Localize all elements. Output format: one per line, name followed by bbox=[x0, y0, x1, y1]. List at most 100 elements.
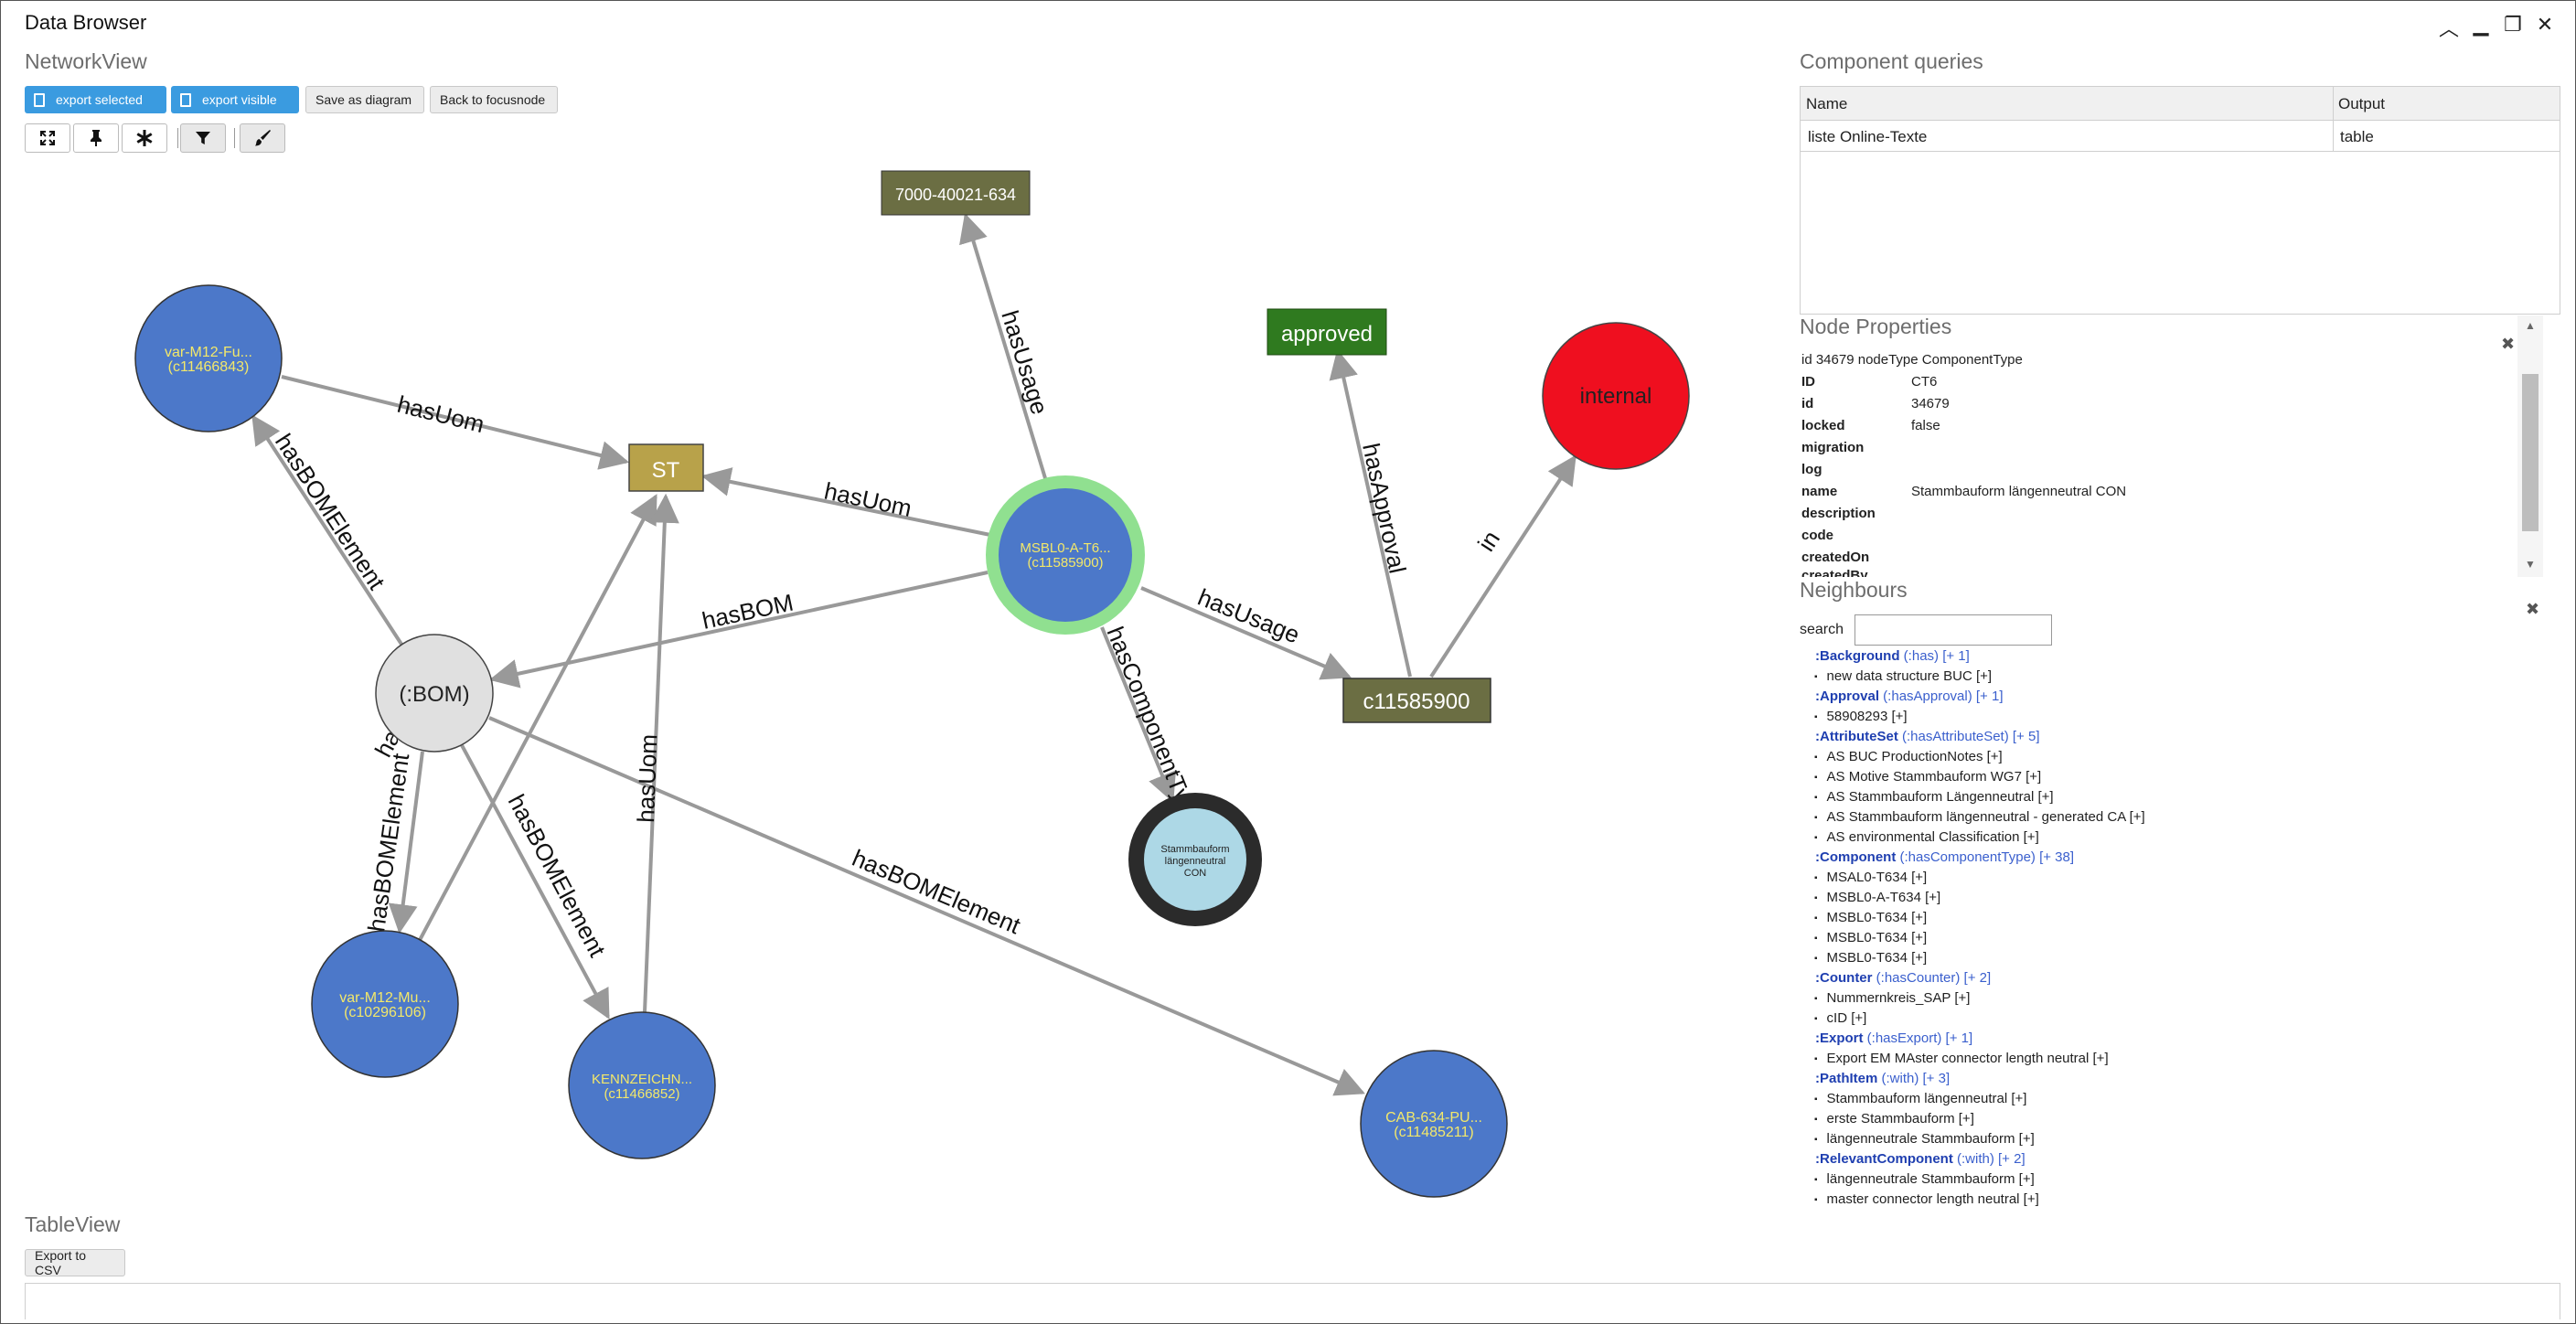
export-selected-button[interactable]: export selected bbox=[25, 86, 166, 113]
asterisk-icon[interactable] bbox=[122, 123, 167, 153]
list-item[interactable]: MSBL0-T634 [+] bbox=[1814, 950, 1928, 966]
node-msbl0-a-t6[interactable]: MSBL0-A-T6... (c11585900) bbox=[986, 475, 1145, 635]
export-to-csv-button[interactable]: Export to CSV bbox=[25, 1248, 125, 1277]
list-item[interactable]: MSBL0-T634 [+] bbox=[1814, 930, 1928, 945]
edge-c115-approved[interactable] bbox=[1329, 348, 1412, 678]
edge-bom-cab[interactable] bbox=[488, 716, 1365, 1096]
edge-label: hasUom bbox=[822, 477, 914, 522]
list-item[interactable]: new data structure BUC [+] bbox=[1814, 668, 1993, 684]
property-row: code bbox=[1801, 528, 1834, 543]
restore-icon[interactable]: ❐ bbox=[2504, 13, 2522, 36]
edge-bom-kenn[interactable] bbox=[460, 744, 610, 1020]
scrollbar-thumb[interactable] bbox=[2522, 374, 2539, 531]
node-approved[interactable]: approved bbox=[1267, 308, 1387, 356]
list-item[interactable]: längenneutrale Stammbauform [+] bbox=[1814, 1131, 2035, 1147]
column-header-output[interactable]: Output bbox=[2338, 95, 2386, 112]
neighbour-group-counter[interactable]: :Counter (:hasCounter) [+ 2] bbox=[1815, 970, 1992, 986]
list-item[interactable]: AS BUC ProductionNotes [+] bbox=[1814, 749, 2003, 764]
neighbours-search-input[interactable] bbox=[1855, 614, 2052, 646]
neighbour-group-attributeset[interactable]: :AttributeSet (:hasAttributeSet) [+ 5] bbox=[1815, 729, 2040, 744]
scroll-up-icon[interactable]: ▲ bbox=[2525, 319, 2536, 332]
list-item[interactable]: AS Motive Stammbauform WG7 [+] bbox=[1814, 769, 2042, 785]
table-view-area[interactable] bbox=[25, 1283, 2560, 1319]
edge-kenn-st[interactable] bbox=[643, 493, 679, 1013]
close-icon[interactable]: ✖ bbox=[2526, 600, 2540, 618]
query-name-cell[interactable]: liste Online-Texte bbox=[1808, 128, 1928, 145]
table-row[interactable] bbox=[1801, 120, 2560, 152]
list-item[interactable]: MSBL0-T634 [+] bbox=[1814, 910, 1928, 925]
node-7000-40021-634[interactable]: 7000-40021-634 bbox=[881, 170, 1031, 216]
node-label: (c11585900) bbox=[1027, 555, 1103, 571]
network-graph[interactable]: hasUom hasBOMElement hasUom hasUsage has… bbox=[0, 155, 1792, 1216]
node-var-m12-fu[interactable]: var-M12-Fu... (c11466843) bbox=[134, 284, 283, 432]
list-item[interactable]: AS environmental Classification [+] bbox=[1814, 829, 2039, 845]
edge-label: hasBOM bbox=[700, 588, 796, 634]
edge-var1-st[interactable] bbox=[281, 375, 630, 470]
edge-msbl-n7000[interactable] bbox=[959, 212, 1047, 479]
neighbour-group-component[interactable]: :Component (:hasComponentType) [+ 38] bbox=[1815, 849, 2075, 865]
pin-icon[interactable] bbox=[73, 123, 119, 153]
node-label: approved bbox=[1281, 322, 1373, 347]
neighbour-group-approval[interactable]: :Approval (:hasApproval) [+ 1] bbox=[1815, 689, 2004, 704]
list-item[interactable]: Export EM MAster connector length neutra… bbox=[1814, 1051, 2109, 1066]
edge-label: hasUsage bbox=[996, 307, 1053, 418]
neighbour-group-background[interactable]: :Background (:has) [+ 1] bbox=[1815, 648, 1970, 664]
brush-icon[interactable] bbox=[240, 123, 285, 153]
scroll-down-icon[interactable]: ▼ bbox=[2525, 558, 2536, 571]
properties-scrollbar[interactable]: ▲ ▼ bbox=[2517, 315, 2543, 577]
edge-label: hasBOMElement bbox=[849, 844, 1025, 940]
neighbour-group-export[interactable]: :Export (:hasExport) [+ 1] bbox=[1815, 1030, 1973, 1046]
node-st[interactable]: ST bbox=[628, 443, 704, 492]
node-label: Stammbauform bbox=[1160, 844, 1229, 855]
node-c11585900[interactable]: c11585900 bbox=[1342, 678, 1491, 723]
close-icon[interactable]: ✖ bbox=[2501, 335, 2516, 353]
edge-bom-var1[interactable] bbox=[251, 414, 404, 647]
back-to-focusnode-button[interactable]: Back to focusnode bbox=[430, 86, 558, 113]
list-item[interactable]: Stammbauform längenneutral [+] bbox=[1814, 1091, 2027, 1106]
list-item[interactable]: AS Stammbauform Längenneutral [+] bbox=[1814, 789, 2054, 805]
save-as-diagram-button[interactable]: Save as diagram bbox=[305, 86, 424, 113]
list-item[interactable]: MSAL0-T634 [+] bbox=[1814, 870, 1928, 885]
node-cab-634-pu[interactable]: CAB-634-PU... (c11485211) bbox=[1360, 1050, 1508, 1198]
edge-c115-internal[interactable] bbox=[1429, 454, 1577, 678]
collapse-icon[interactable]: ︿ bbox=[2438, 17, 2459, 40]
node-label: KENNZEICHN... bbox=[592, 1072, 692, 1087]
edge-bom-var2[interactable] bbox=[388, 751, 424, 934]
node-var-m12-mu[interactable]: var-M12-Mu... (c10296106) bbox=[311, 930, 459, 1078]
list-item[interactable]: längenneutrale Stammbauform [+] bbox=[1814, 1171, 2035, 1187]
node-stammbauform[interactable]: Stammbauform längenneutral CON bbox=[1128, 793, 1262, 926]
filter-icon[interactable] bbox=[180, 123, 226, 153]
edge-msbl-bom[interactable] bbox=[488, 571, 989, 689]
neighbour-group-relevantcomponent[interactable]: :RelevantComponent (:with) [+ 2] bbox=[1815, 1151, 2026, 1167]
node-kennzeichn[interactable]: KENNZEICHN... (c11466852) bbox=[568, 1011, 716, 1159]
toolbar-separator bbox=[234, 128, 235, 148]
minimize-icon[interactable]: ▁ bbox=[2473, 13, 2489, 36]
property-row: log bbox=[1801, 462, 1822, 477]
node-bom[interactable]: (:BOM) bbox=[375, 634, 494, 753]
neighbour-group-pathitem[interactable]: :PathItem (:with) [+ 3] bbox=[1815, 1071, 1951, 1086]
expand-icon[interactable] bbox=[25, 123, 70, 153]
edge-label: in bbox=[1472, 526, 1505, 556]
edge-label: hasApproval bbox=[1357, 441, 1411, 576]
list-item[interactable]: master connector length neutral [+] bbox=[1814, 1191, 2039, 1207]
export-visible-button[interactable]: export visible bbox=[171, 86, 299, 113]
list-item[interactable]: erste Stammbauform [+] bbox=[1814, 1111, 1974, 1126]
node-internal[interactable]: internal bbox=[1542, 322, 1690, 470]
edge-msbl-st[interactable] bbox=[700, 467, 991, 537]
node-label: var-M12-Mu... bbox=[339, 990, 431, 1006]
edge-msbl-c115[interactable] bbox=[1140, 586, 1352, 680]
property-row: createdBy bbox=[1801, 568, 1868, 577]
node-properties-title: Node Properties bbox=[1800, 315, 1952, 338]
list-item[interactable]: Nummernkreis_SAP [+] bbox=[1814, 990, 1971, 1006]
edge-msbl-stamm[interactable] bbox=[1100, 626, 1176, 803]
column-header-name[interactable]: Name bbox=[1806, 95, 1848, 112]
list-item[interactable]: MSBL0-A-T634 [+] bbox=[1814, 890, 1941, 905]
edge-var2-st[interactable] bbox=[417, 494, 657, 943]
close-icon[interactable]: ✕ bbox=[2536, 13, 2554, 36]
list-item[interactable]: cID [+] bbox=[1814, 1010, 1867, 1026]
list-item[interactable]: AS Stammbauform längenneutral - generate… bbox=[1814, 809, 2145, 825]
query-output-cell[interactable]: table bbox=[2340, 128, 2374, 145]
list-item[interactable]: 58908293 [+] bbox=[1814, 709, 1908, 724]
